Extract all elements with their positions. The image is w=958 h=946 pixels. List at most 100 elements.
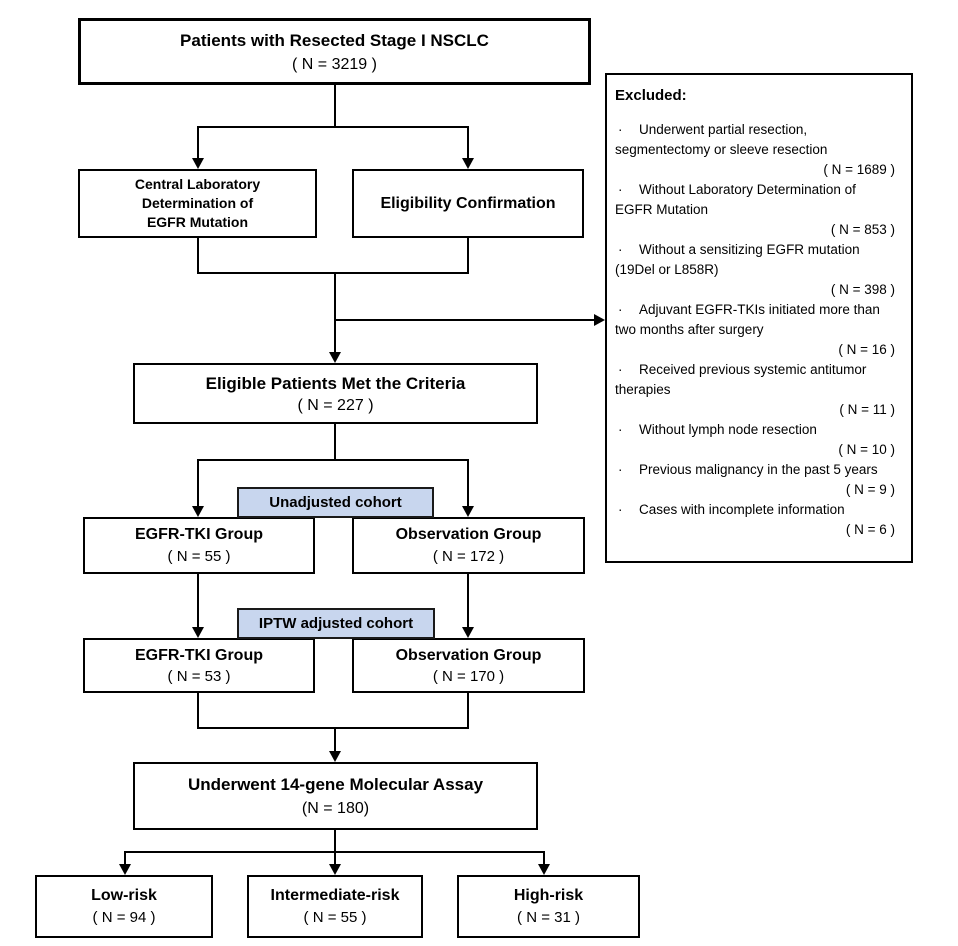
panel-excluded: Excluded: ·Underwent partial resection, … [605,73,913,563]
connector-line [467,693,469,729]
box-title-line2: Determination of [141,195,254,211]
box-n: ( N = 31 ) [517,909,580,926]
excluded-item-text: Previous malignancy in the past 5 years [639,462,878,477]
excluded-item: ·Adjuvant EGFR-TKIs initiated more than … [615,300,901,360]
connector-line [197,238,199,274]
connector-line [197,126,199,160]
excluded-item-text2: two months after surgery [615,322,764,337]
connector-line [334,272,336,354]
box-n: ( N = 55 ) [303,909,367,926]
excluded-item: ·Received previous systemic antitumor th… [615,360,901,420]
excluded-item-text: Without a sensitizing EGFR mutation [639,242,860,257]
connector-line [197,459,199,508]
excluded-item-count: ( N = 10 ) [838,442,895,457]
box-title-line3: EGFR Mutation [146,214,249,230]
label-text: Unadjusted cohort [269,494,402,511]
box-title: EGFR-TKI Group [135,646,263,664]
arrowhead-down-icon [192,506,204,517]
connector-line [197,727,469,729]
connector-line [197,126,469,128]
excluded-item: · Without lymph node resection ( N = 10 ) [615,420,901,460]
excluded-item-line: · Without a sensitizing EGFR mutation [615,240,901,260]
box-n: ( N = 227 ) [297,396,374,414]
box-title: Low-risk [91,887,157,904]
excluded-item-line: · Underwent partial resection, [615,120,901,140]
excluded-item-text: Cases with incomplete information [639,502,845,517]
arrowhead-down-icon [329,864,341,875]
box-title: Observation Group [395,646,542,664]
excluded-item-text2: therapies [615,382,671,397]
box-observation-group-unadjusted: Observation Group ( N = 172 ) [352,517,585,574]
arrowhead-right-icon [594,314,605,326]
connector-line [334,85,336,128]
box-observation-group-iptw: Observation Group ( N = 170 ) [352,638,585,693]
connector-line [467,126,469,160]
excluded-item-line: · Previous malignancy in the past 5 years [615,460,901,480]
box-egfr-tki-group-unadjusted: EGFR-TKI Group ( N = 55 ) [83,517,315,574]
excluded-item-line: ·Without Laboratory Determination of [615,180,901,200]
connector-line [543,851,545,866]
connector-line [467,574,469,629]
box-n: ( N = 55 ) [167,548,231,565]
excluded-item: · Cases with incomplete information ( N =… [615,500,901,540]
box-title-line1: Central Laboratory [134,176,261,192]
bullet-glyph: · [618,242,623,257]
excluded-item-count: ( N = 6 ) [845,522,895,537]
excluded-item-count: ( N = 16 ) [838,342,895,357]
excluded-item-count: ( N = 1689 ) [823,162,895,177]
connector-line [334,727,336,753]
box-title: Intermediate-risk [270,887,400,904]
box-title: Eligible Patients Met the Criteria [205,373,466,393]
excluded-item-text: Without lymph node resection [639,422,817,437]
bullet-glyph: · [618,302,623,317]
label-text: IPTW adjusted cohort [258,615,414,632]
connector-line [467,459,469,508]
excluded-item-line: · Adjuvant EGFR-TKIs initiated more than [615,300,901,320]
excluded-item: · Previous malignancy in the past 5 years… [615,460,901,500]
bullet-glyph: · [618,462,623,477]
label-unadjusted-cohort: Unadjusted cohort [237,487,434,518]
box-high-risk: High-risk ( N = 31 ) [457,875,640,938]
excluded-title: Excluded: [615,87,687,104]
bullet-glyph: · [618,422,623,437]
box-title: EGFR-TKI Group [135,526,263,543]
arrowhead-down-icon [192,158,204,169]
box-title: Underwent 14-gene Molecular Assay [187,775,484,794]
box-n: ( N = 170 ) [432,667,505,685]
arrowhead-down-icon [329,352,341,363]
connector-line [334,319,595,321]
bullet-glyph: · [618,502,623,517]
excluded-item-text2: (19Del or L858R) [615,262,719,277]
box-n: ( N = 3219 ) [292,55,377,73]
excluded-item-line: · Cases with incomplete information [615,500,901,520]
arrowhead-down-icon [462,627,474,638]
arrowhead-down-icon [538,864,550,875]
excluded-item-line: ·Received previous systemic antitumor [615,360,901,380]
box-title: Patients with Resected Stage I NSCLC [180,30,489,50]
box-title: Eligibility Confirmation [380,194,556,212]
connector-line [197,574,199,629]
arrowhead-down-icon [192,627,204,638]
box-eligibility-confirmation: Eligibility Confirmation [352,169,584,238]
connector-line [334,851,336,866]
excluded-item: ·Without Laboratory Determination of EGF… [615,180,901,240]
excluded-item-line: · Without lymph node resection [615,420,901,440]
excluded-item-count: ( N = 398 ) [830,282,895,297]
excluded-item-text2: EGFR Mutation [615,202,709,217]
box-n: (N = 180) [301,800,370,817]
label-iptw-adjusted-cohort: IPTW adjusted cohort [237,608,435,639]
bullet-glyph: · [618,182,623,197]
excluded-item-text: Underwent partial resection, [639,122,808,137]
connector-line [197,459,469,461]
arrowhead-down-icon [329,751,341,762]
excluded-item-count: ( N = 11 ) [839,402,895,417]
excluded-item-text: Adjuvant EGFR-TKIs initiated more than [639,302,880,317]
box-low-risk: Low-risk ( N = 94 ) [35,875,213,938]
connector-line [467,238,469,274]
excluded-item-text: Received previous systemic antitumor [639,362,867,377]
box-intermediate-risk: Intermediate-risk ( N = 55 ) [247,875,423,938]
box-n: ( N = 94 ) [92,909,156,926]
connector-line [334,830,336,853]
bullet-glyph: · [618,122,623,137]
